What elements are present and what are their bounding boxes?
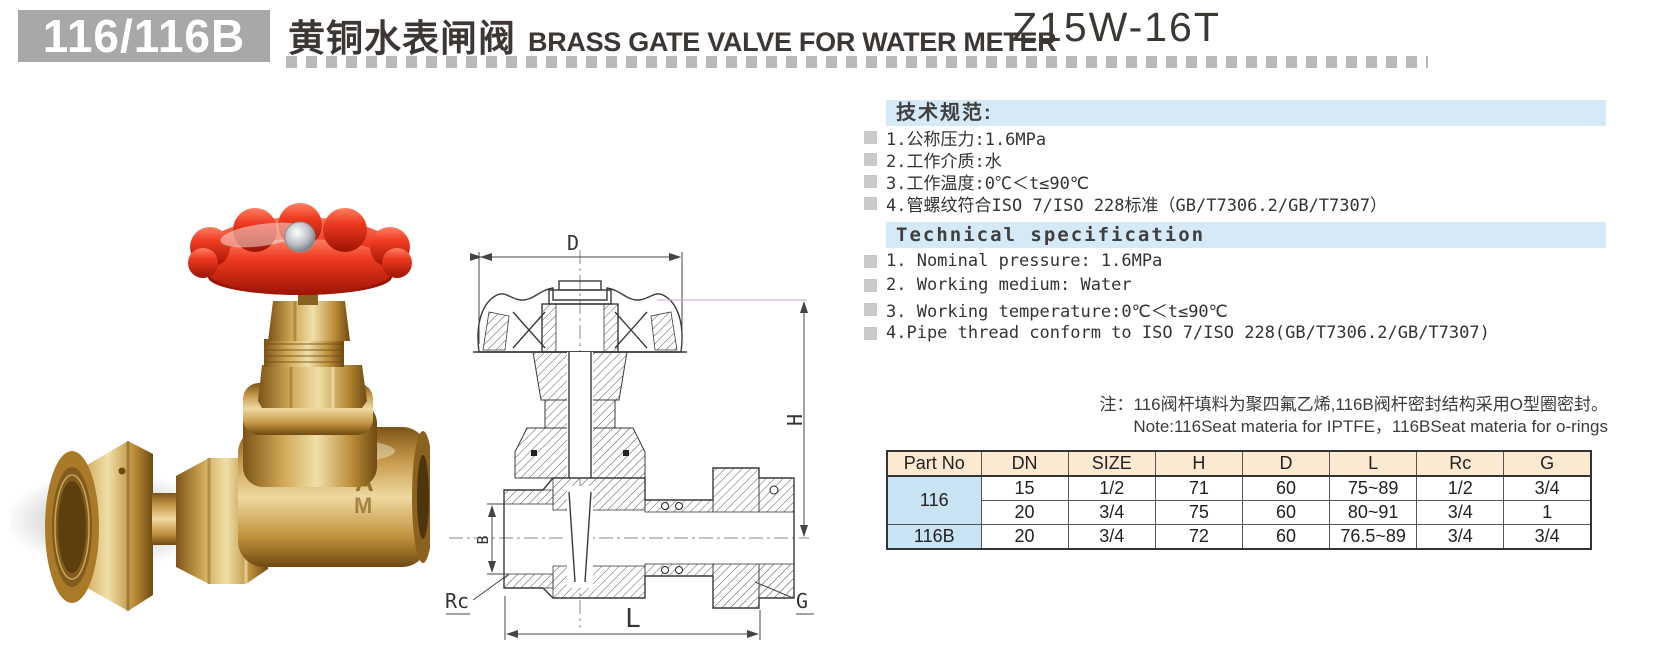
table-cell: 1/2: [1416, 475, 1505, 501]
table-header-cell: G: [1503, 450, 1592, 477]
table-header-cell: Rc: [1416, 450, 1505, 477]
handwheel-center-nut: [284, 221, 316, 253]
table-cell: 3/4: [1067, 524, 1156, 550]
dimension-l: L: [504, 596, 761, 640]
spec-item: 4.管螺纹符合ISO 7/ISO 228标准（GB/T7306.2/GB/T73…: [864, 192, 1387, 216]
bullet-square-icon: [864, 196, 877, 210]
decorative-squares-strip: [286, 56, 1428, 68]
bullet-square-icon: [864, 174, 877, 188]
table-header-cell: D: [1241, 450, 1331, 477]
threaded-neck: [264, 339, 344, 367]
spec-item-text: 3.工作温度:0℃＜t≤90℃: [886, 173, 1089, 194]
spec-list-cn: 1.公称压力:1.6MPa 2.工作介质:水 3.工作温度:0℃＜t≤90℃ 4…: [864, 126, 1387, 216]
table-cell: 72: [1154, 524, 1243, 550]
spec-item-text: 2. Working medium: Water: [886, 275, 1132, 295]
table-cell: 60: [1241, 475, 1331, 501]
page-title: 黄铜水表闸阀 BRASS GATE VALVE FOR WATER METER: [288, 8, 1057, 62]
table-row: 116B 20 3/4 72 60 76.5~89 3/4 3/4: [886, 524, 1592, 550]
part-code-box: 116/116B: [18, 10, 270, 62]
title-chinese: 黄铜水表闸阀: [288, 18, 516, 59]
spec-item: 3. Working temperature:0℃＜t≤90℃: [864, 297, 1490, 322]
table-cell: 60: [1241, 524, 1331, 550]
spec-item-text: 1. Nominal pressure: 1.6MPa: [886, 251, 1163, 271]
bullet-square-icon: [864, 326, 877, 340]
spec-item: 3.工作温度:0℃＜t≤90℃: [864, 170, 1387, 194]
spec-heading-en: Technical specification: [886, 222, 1606, 248]
table-cell: 3/4: [1503, 524, 1592, 550]
spec-item: 4.Pipe thread conform to ISO 7/ISO 228(G…: [864, 321, 1490, 345]
spec-item-text: 4.Pipe thread conform to ISO 7/ISO 228(G…: [886, 323, 1490, 343]
dim-label-l: L: [625, 604, 641, 634]
table-row: 20 3/4 75 60 80~91 3/4 1: [887, 500, 1592, 525]
spec-item-text: 3. Working temperature:0℃＜t≤90℃: [886, 301, 1228, 322]
table-header-row: Part No DN SIZE H D L Rc G: [886, 450, 1592, 477]
spec-item: 2.工作介质:水: [864, 148, 1387, 172]
spec-item: 1.公称压力:1.6MPa: [864, 126, 1387, 150]
spec-item-text: 4.管螺纹符合ISO 7/ISO 228标准（GB/T7306.2/GB/T73…: [886, 195, 1387, 216]
bullet-square-icon: [864, 278, 877, 292]
drawing-bonnet: [514, 351, 646, 479]
dimension-g: G: [754, 581, 814, 615]
dimension-b: B: [474, 503, 504, 575]
table-cell: 1: [1503, 500, 1592, 525]
dim-label-rc: Rc: [445, 589, 469, 613]
spec-item: 2. Working medium: Water: [864, 273, 1490, 297]
technical-drawing: D H B L Rc G: [440, 230, 832, 650]
dimension-h: H: [657, 299, 808, 537]
table-cell: 60: [1241, 500, 1331, 525]
dimensions-table: Part No DN SIZE H D L Rc G 116 15 1/2 71…: [886, 450, 1592, 550]
part-no-cell: 116B: [886, 524, 982, 550]
dimension-rc: Rc: [445, 573, 510, 615]
product-photo: A M: [5, 175, 434, 630]
table-row: 116 15 1/2 71 60 75~89 1/2 3/4: [886, 475, 1592, 525]
table-cell: 71: [1154, 475, 1243, 501]
spec-list-en: 1. Nominal pressure: 1.6MPa 2. Working m…: [864, 249, 1490, 345]
packing-nut: [268, 301, 350, 341]
spec-item: 1. Nominal pressure: 1.6MPa: [864, 249, 1490, 273]
bullet-square-icon: [864, 254, 877, 268]
table-cell: 75: [1154, 500, 1243, 525]
dimension-d: D: [470, 231, 683, 344]
model-number: Z15W-16T: [1012, 4, 1221, 50]
table-cell: 75~89: [1329, 475, 1418, 501]
part-no-cell: 116: [886, 475, 982, 525]
table-cell: 1/2: [1067, 475, 1156, 501]
title-english: BRASS GATE VALVE FOR WATER METER: [528, 27, 1057, 57]
table-header-cell: L: [1329, 450, 1418, 477]
spec-item-text: 1.公称压力:1.6MPa: [886, 129, 1047, 150]
table-cell: 20: [980, 500, 1069, 525]
table-cell: 15: [980, 475, 1069, 501]
spec-heading-cn: 技术规范:: [886, 100, 1606, 126]
bullet-square-icon: [864, 302, 877, 316]
drawing-handwheel: [473, 280, 687, 353]
table-cell: 20: [980, 524, 1069, 550]
dim-label-b: B: [474, 535, 492, 544]
dim-label-h: H: [783, 414, 807, 426]
dim-label-g: G: [796, 589, 808, 613]
table-header-cell: H: [1154, 450, 1243, 477]
swivel-nut: [45, 441, 153, 611]
svg-text:M: M: [354, 493, 372, 518]
table-cell: 3/4: [1416, 500, 1505, 525]
table-header-cell: Part No: [886, 450, 982, 477]
table-cell: 80~91: [1329, 500, 1418, 525]
footnote: 注：116阀杆填料为聚四氟乙烯,116B阀杆密封结构采用O型圈密封。 Note:…: [1100, 394, 1609, 438]
table-cell: 3/4: [1067, 500, 1156, 525]
footnote-en: Note:116Seat materia for IPTFE，116BSeat …: [1133, 417, 1608, 436]
table-header-cell: DN: [980, 450, 1069, 477]
bullet-square-icon: [864, 152, 877, 166]
table-header-cell: SIZE: [1067, 450, 1156, 477]
bonnet-hex: [258, 365, 367, 408]
table-cell: 76.5~89: [1329, 524, 1418, 550]
bullet-square-icon: [864, 130, 877, 144]
spec-item-text: 2.工作介质:水: [886, 151, 1002, 172]
drawing-body: [503, 467, 795, 609]
table-cell: 3/4: [1503, 475, 1592, 501]
dim-label-d: D: [567, 231, 579, 255]
table-cell: 3/4: [1416, 524, 1505, 550]
footnote-cn: 注：116阀杆填料为聚四氟乙烯,116B阀杆密封结构采用O型圈密封。: [1099, 395, 1609, 414]
handwheel: [188, 203, 412, 295]
